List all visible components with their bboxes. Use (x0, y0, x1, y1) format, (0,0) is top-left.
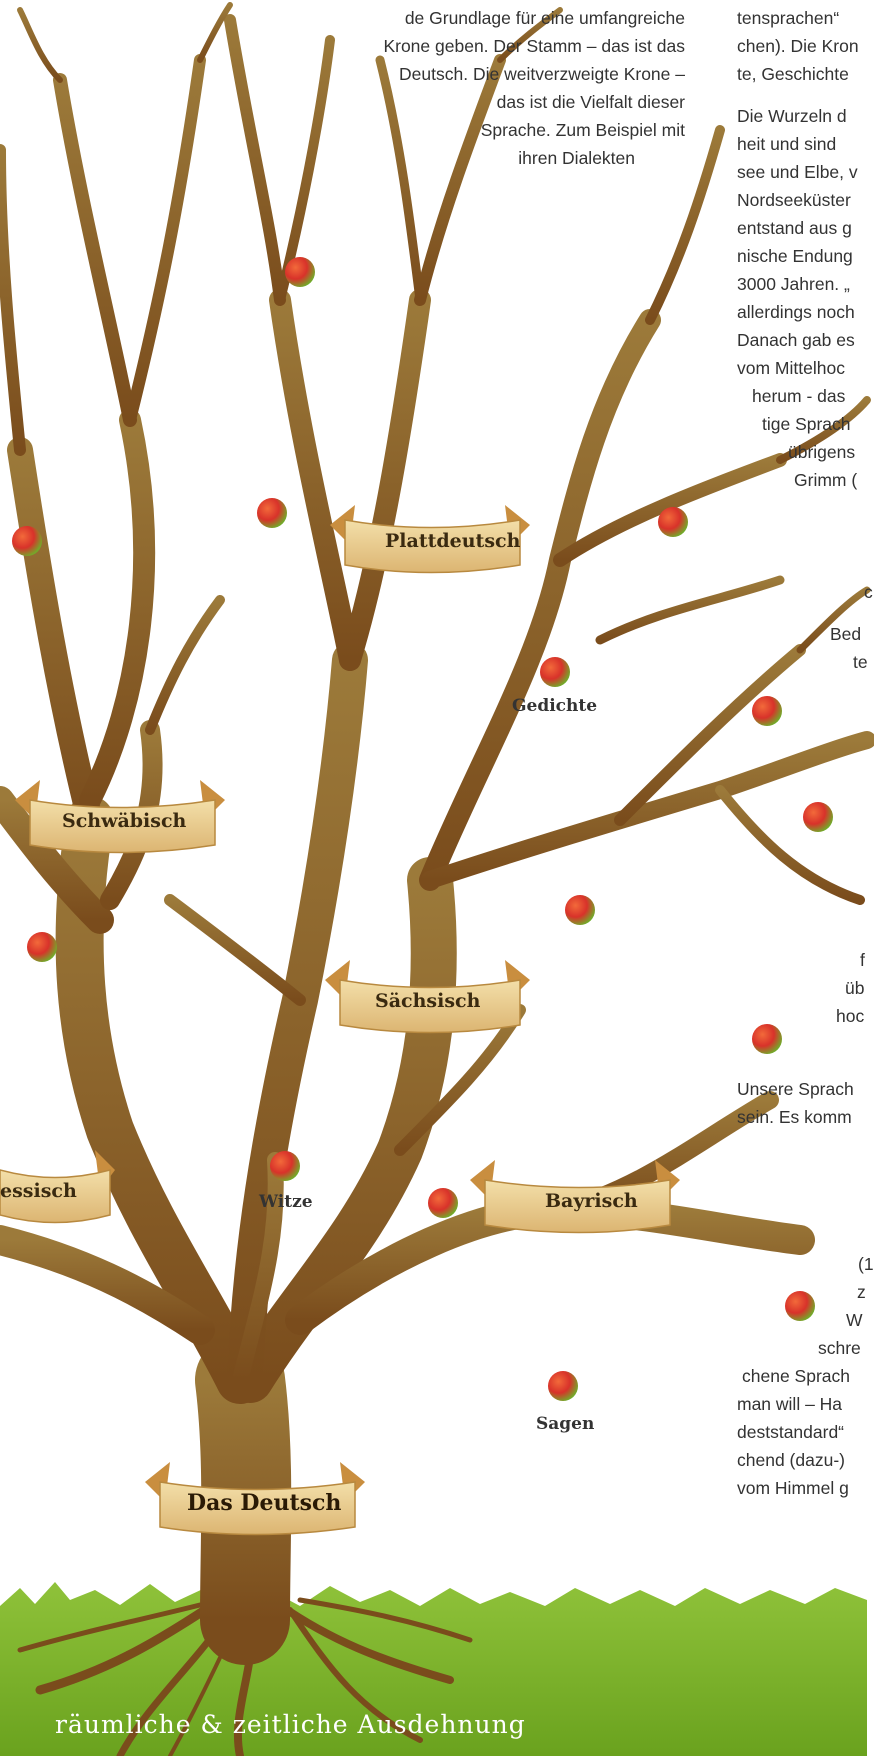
right-line: vom Himmel g (737, 1478, 849, 1498)
banner-plattdeutsch-shape (330, 505, 530, 574)
right-line: deststandard“ (737, 1422, 845, 1442)
tree-roots (17, 1595, 473, 1756)
banner-hessisch-shape (0, 1150, 115, 1224)
intro-line: Deutsch. Die weitverzweigte Krone – (399, 64, 685, 84)
apple-icon (428, 1188, 458, 1218)
right-line: z (857, 1282, 866, 1302)
right-line: man will – Ha (737, 1394, 843, 1414)
banner-plattdeutsch-label: Plattdeutsch (385, 530, 521, 552)
right-line: te, Geschichte (737, 64, 849, 84)
intro-line: das ist die Vielfalt dieser (496, 92, 685, 112)
banner-saechsisch-label: Sächsisch (375, 990, 481, 1012)
right-line: chen). Die Kron (737, 36, 859, 56)
banner-das-deutsch-shape (145, 1462, 365, 1536)
right-column-text: tensprachen“ chen). Die Kron te, Geschic… (737, 4, 859, 88)
right-line: vom Mittelhoc (737, 358, 845, 378)
right-line: 3000 Jahren. „ (737, 274, 850, 294)
apple-icon (565, 895, 595, 925)
right-line: übrigens (788, 442, 856, 462)
banner-bayrisch-shape (470, 1160, 680, 1234)
right-line: nische Endung (737, 246, 853, 266)
apple-icon (752, 696, 782, 726)
right-fragment: c (864, 582, 873, 602)
right-line: Nordseeküster (737, 190, 851, 210)
intro-line: de Grundlage für eine umfangreiche (404, 8, 685, 28)
right-fragment: Bed (830, 624, 862, 644)
right-line: Die Wurzeln d (737, 106, 847, 126)
intro-line: ihren Dialekten (518, 148, 635, 168)
banner-schwaebisch-shape (15, 780, 225, 854)
apple-label-gedichte: Gedichte (512, 696, 598, 716)
apple-label-witze: Witze (259, 1192, 313, 1212)
right-line: W (846, 1310, 863, 1330)
right-line: Danach gab es (737, 330, 855, 350)
apple-label-sagen: Sagen (536, 1414, 595, 1434)
right-line: allerdings noch (737, 302, 855, 322)
apple-icon (548, 1371, 578, 1401)
right-bottom-paragraph: Unsere Sprach sein. Es komm (737, 1075, 854, 1131)
apples (12, 257, 833, 1401)
banner-schwaebisch-label: Schwäbisch (62, 810, 187, 832)
apple-icon (270, 1151, 300, 1181)
right-fragment: f (860, 950, 865, 970)
right-line: chend (dazu-) (737, 1450, 845, 1470)
right-line: schre (818, 1338, 861, 1358)
footer-caption: räumliche & zeitliche Ausdehnung (55, 1710, 526, 1739)
right-fragment: hoc (836, 1006, 865, 1026)
right-line: Unsere Sprach (737, 1079, 854, 1099)
right-line: chene Sprach (742, 1366, 850, 1386)
banner-das-deutsch-label: Das Deutsch (187, 1490, 342, 1516)
right-column-text: Die Wurzeln d heit und sind see und Elbe… (737, 102, 858, 382)
apple-icon (803, 802, 833, 832)
right-fragment: te (853, 652, 868, 672)
apple-icon (540, 657, 570, 687)
right-line: entstand aus g (737, 218, 852, 238)
banner-hessisch-label: essisch (0, 1180, 77, 1202)
apple-icon (12, 526, 42, 556)
intro-line: Sprache. Zum Beispiel mit (480, 120, 685, 140)
apple-icon (752, 1024, 782, 1054)
banners (0, 505, 680, 1536)
banner-bayrisch-label: Bayrisch (545, 1190, 638, 1212)
banner-saechsisch-shape (325, 960, 530, 1034)
intro-paragraph: de Grundlage für eine umfangreiche Krone… (383, 4, 685, 172)
right-line: herum - das (752, 386, 846, 406)
right-line: sein. Es komm (737, 1107, 852, 1127)
right-line: heit und sind (737, 134, 837, 154)
right-line: tensprachen“ (737, 8, 840, 28)
apple-icon (257, 498, 287, 528)
right-line: (1 (858, 1254, 874, 1274)
intro-line: Krone geben. Der Stamm – das ist das (383, 36, 685, 56)
right-line: see und Elbe, v (737, 162, 858, 182)
right-line: tige Sprach (762, 414, 851, 434)
apple-icon (658, 507, 688, 537)
right-fragment: üb (845, 978, 865, 998)
right-line: Grimm ( (794, 470, 858, 490)
apple-icon (785, 1291, 815, 1321)
apple-icon (27, 932, 57, 962)
apple-icon (285, 257, 315, 287)
